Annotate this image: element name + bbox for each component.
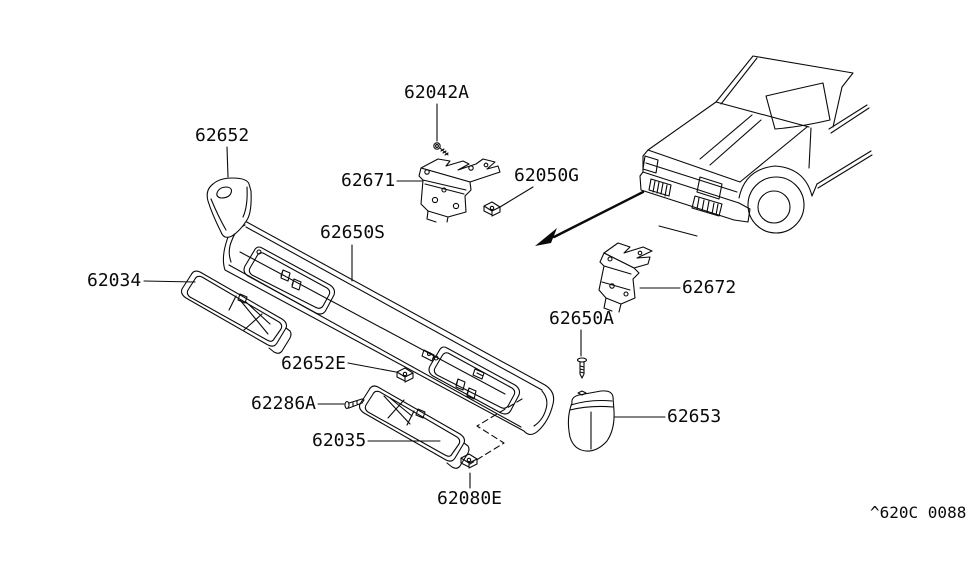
part-62034-grille xyxy=(180,270,292,354)
part-label-62080E: 62080E xyxy=(437,488,503,509)
fastener-62050G-clip xyxy=(483,201,501,217)
fastener-62652E-clip xyxy=(396,367,414,383)
part-label-62050G: 62050G xyxy=(514,165,580,186)
direction-arrow xyxy=(535,190,645,246)
part-label-62652E: 62652E xyxy=(281,353,347,374)
part-label-62650S: 62650S xyxy=(320,222,386,243)
part-62652-corner-piece xyxy=(206,177,252,238)
part-62672-bracket xyxy=(598,242,653,313)
part-label-62652: 62652 xyxy=(195,125,250,146)
truck-sketch xyxy=(639,55,873,237)
part-label-62650A: 62650A xyxy=(549,308,615,329)
part-62653-end-cap xyxy=(567,390,615,452)
fastener-62286A-screw xyxy=(344,398,365,410)
fastener-62080E-clip xyxy=(460,453,478,469)
part-label-62671: 62671 xyxy=(341,170,396,191)
part-62650S-bumper xyxy=(222,219,555,436)
part-label-62286A: 62286A xyxy=(251,393,317,414)
part-62671-bracket xyxy=(418,158,501,223)
part-label-62653: 62653 xyxy=(667,406,722,427)
part-62035-grille xyxy=(358,385,470,469)
part-label-62035: 62035 xyxy=(312,430,367,451)
part-label-62672: 62672 xyxy=(682,277,737,298)
part-label-62042A: 62042A xyxy=(404,82,470,103)
fastener-62042A-bolt xyxy=(433,142,449,156)
leader-lines xyxy=(143,103,681,489)
diagram-reference-code: ^620C 0088 xyxy=(870,503,967,522)
fastener-62650A-screw xyxy=(576,357,588,379)
part-label-62034: 62034 xyxy=(87,270,142,291)
